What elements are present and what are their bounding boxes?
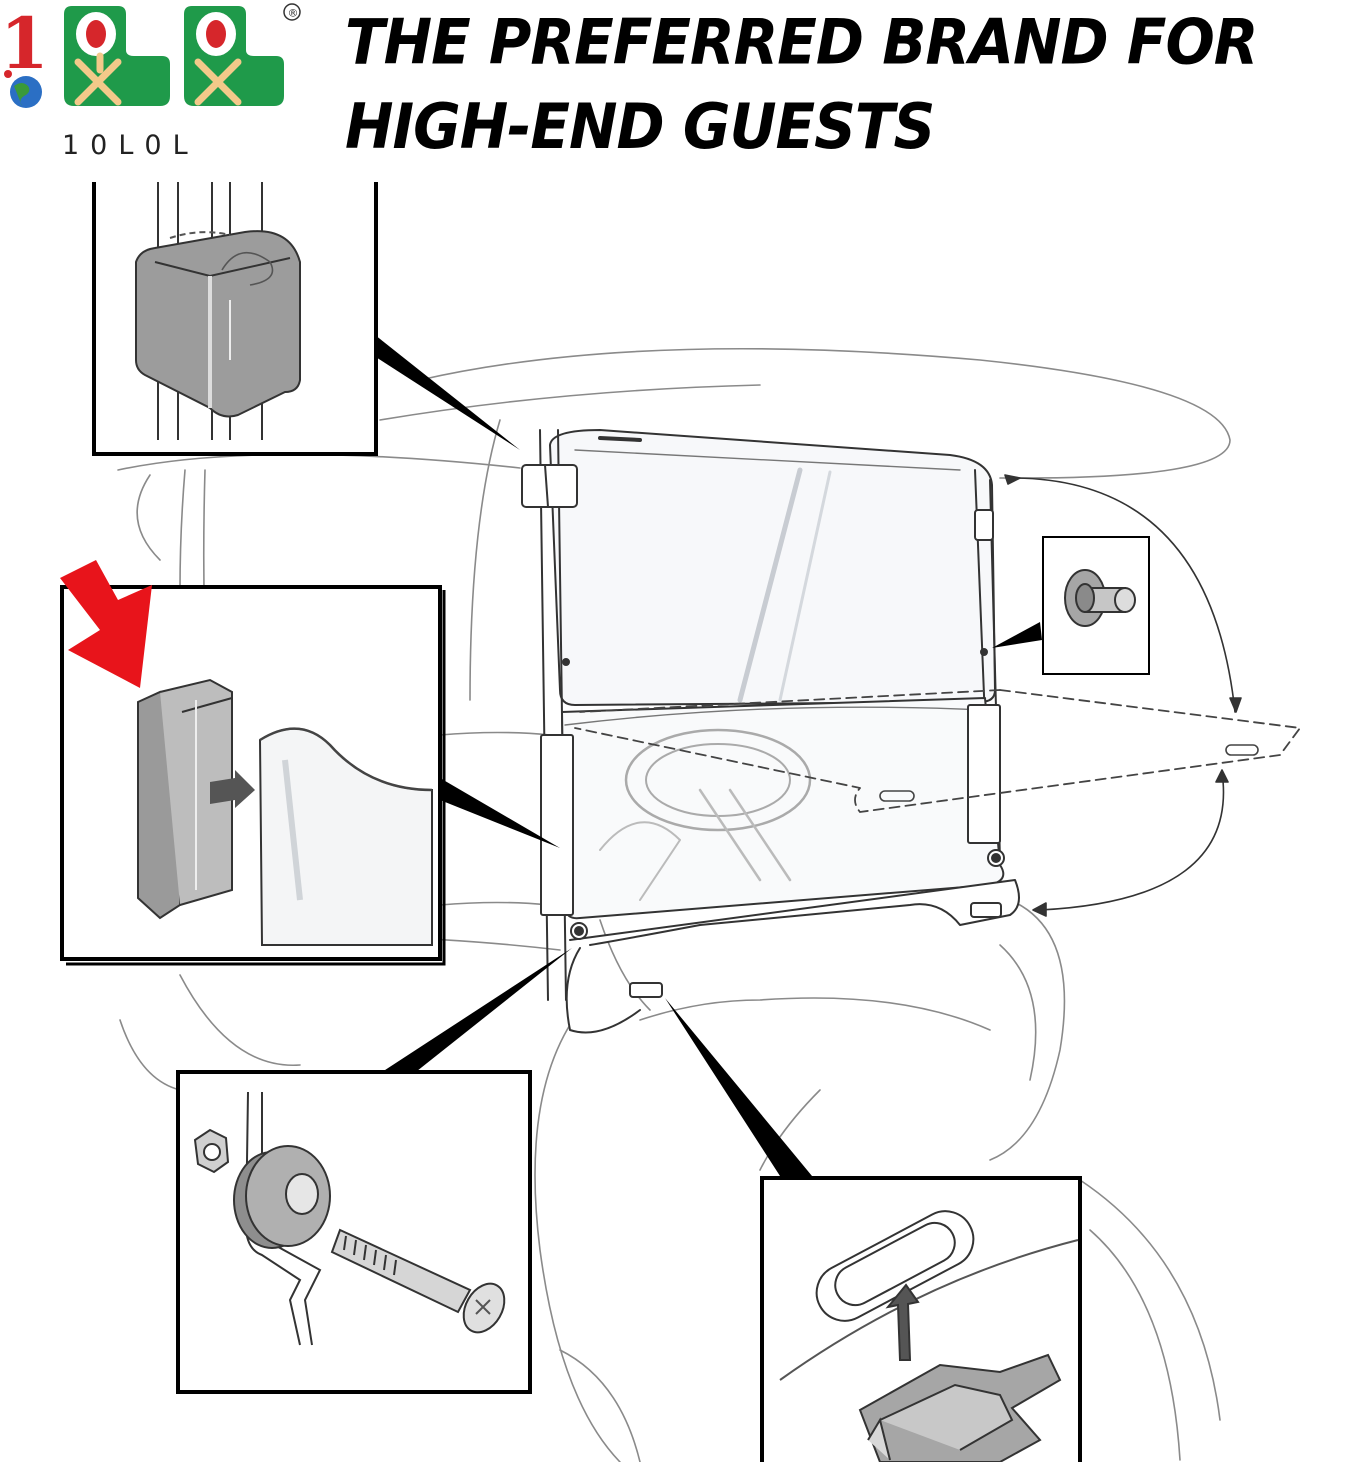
right-clip: [970, 902, 1002, 918]
leader-3: [992, 622, 1042, 648]
logo-mark-icon: 1 ®: [0, 2, 301, 108]
bottom-rail: [569, 879, 1020, 946]
highlight-arrow-icon: [60, 560, 152, 688]
callout-mounting-knob: [1042, 536, 1150, 675]
callout-panel-channel: [60, 560, 446, 966]
logo-caption: 10L0L: [62, 130, 199, 161]
folded-panel-position: [574, 689, 1301, 813]
bolt-grommet-nut-icon: [193, 1091, 506, 1346]
corner-bracket-icon: [135, 182, 301, 440]
callout-bolt-grommet: [176, 1070, 532, 1394]
mounting-knob-icon: [1064, 569, 1136, 627]
leader-2: [440, 778, 560, 848]
left-channel-strip: [540, 734, 574, 916]
windshield-lower-panel: [561, 697, 1005, 920]
brand-logo: 1 ® 10L0L: [0, 0, 310, 165]
top-right-bracket: [974, 509, 994, 541]
slot-clip-icon: [779, 1210, 1079, 1462]
right-channel-strip: [967, 704, 1001, 844]
center-clip: [629, 982, 663, 998]
windshield-upper-panel: [549, 429, 996, 706]
leader-1: [368, 335, 520, 450]
top-left-bracket: [521, 464, 578, 508]
callout-slot-clip: [760, 1176, 1082, 1462]
leader-4: [382, 948, 572, 1075]
headline: THE PREFERRED BRAND FOR HIGH-END GUESTS: [345, 5, 1258, 164]
callout-corner-bracket: [92, 182, 378, 456]
leader-5: [665, 998, 812, 1176]
registered-mark: ®: [288, 7, 299, 20]
fold-motion-arrows: [1004, 474, 1242, 917]
panel-channel-icon: [137, 678, 433, 946]
